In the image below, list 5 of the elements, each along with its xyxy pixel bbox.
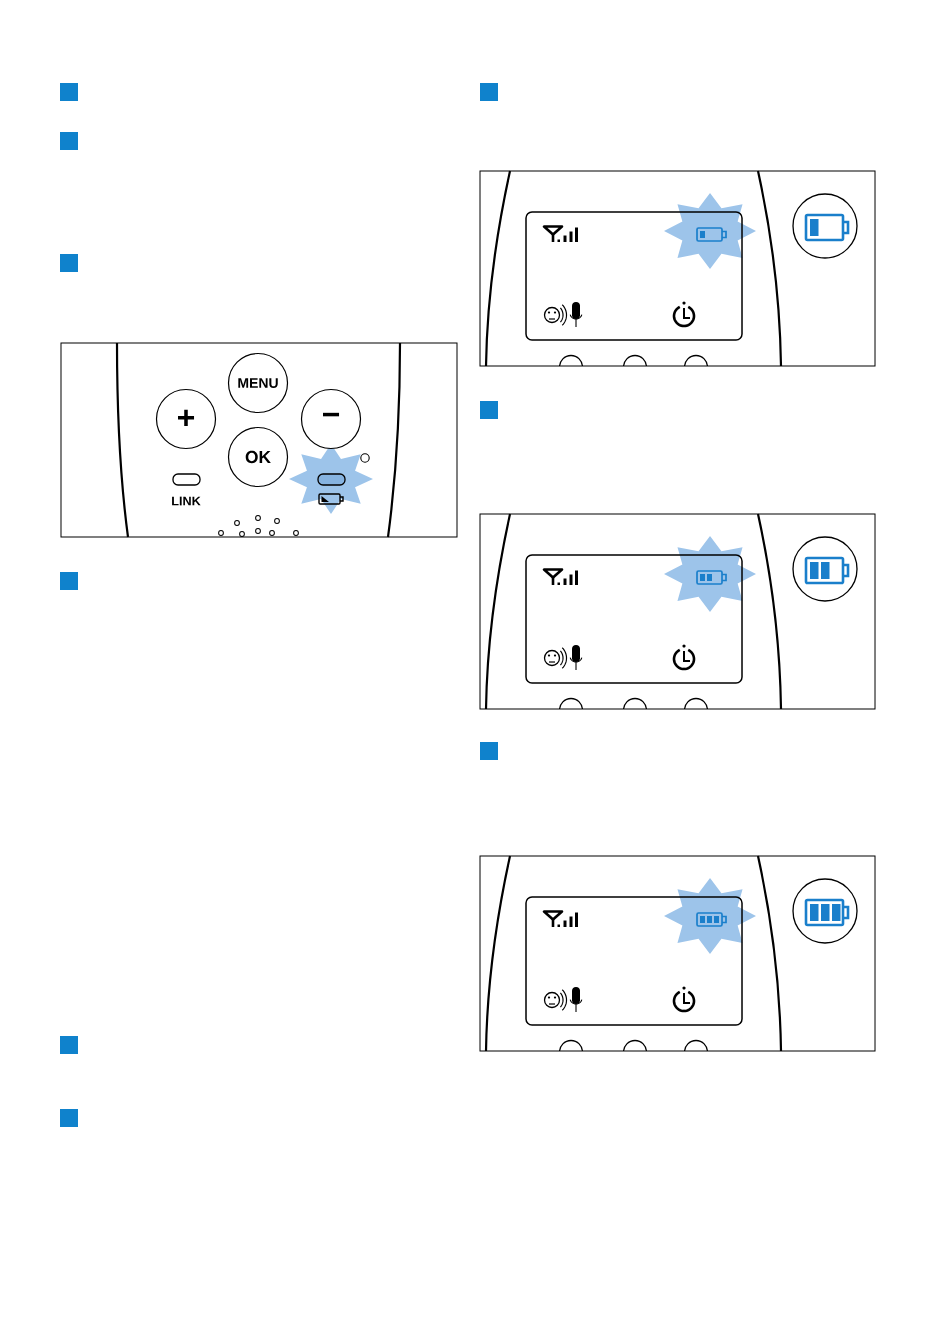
menu-button: MENU (227, 352, 289, 414)
minus-button: − (300, 388, 362, 450)
ok-button: OK (227, 426, 289, 488)
button-label: LINK (172, 496, 201, 506)
plus-button: + (155, 388, 217, 450)
